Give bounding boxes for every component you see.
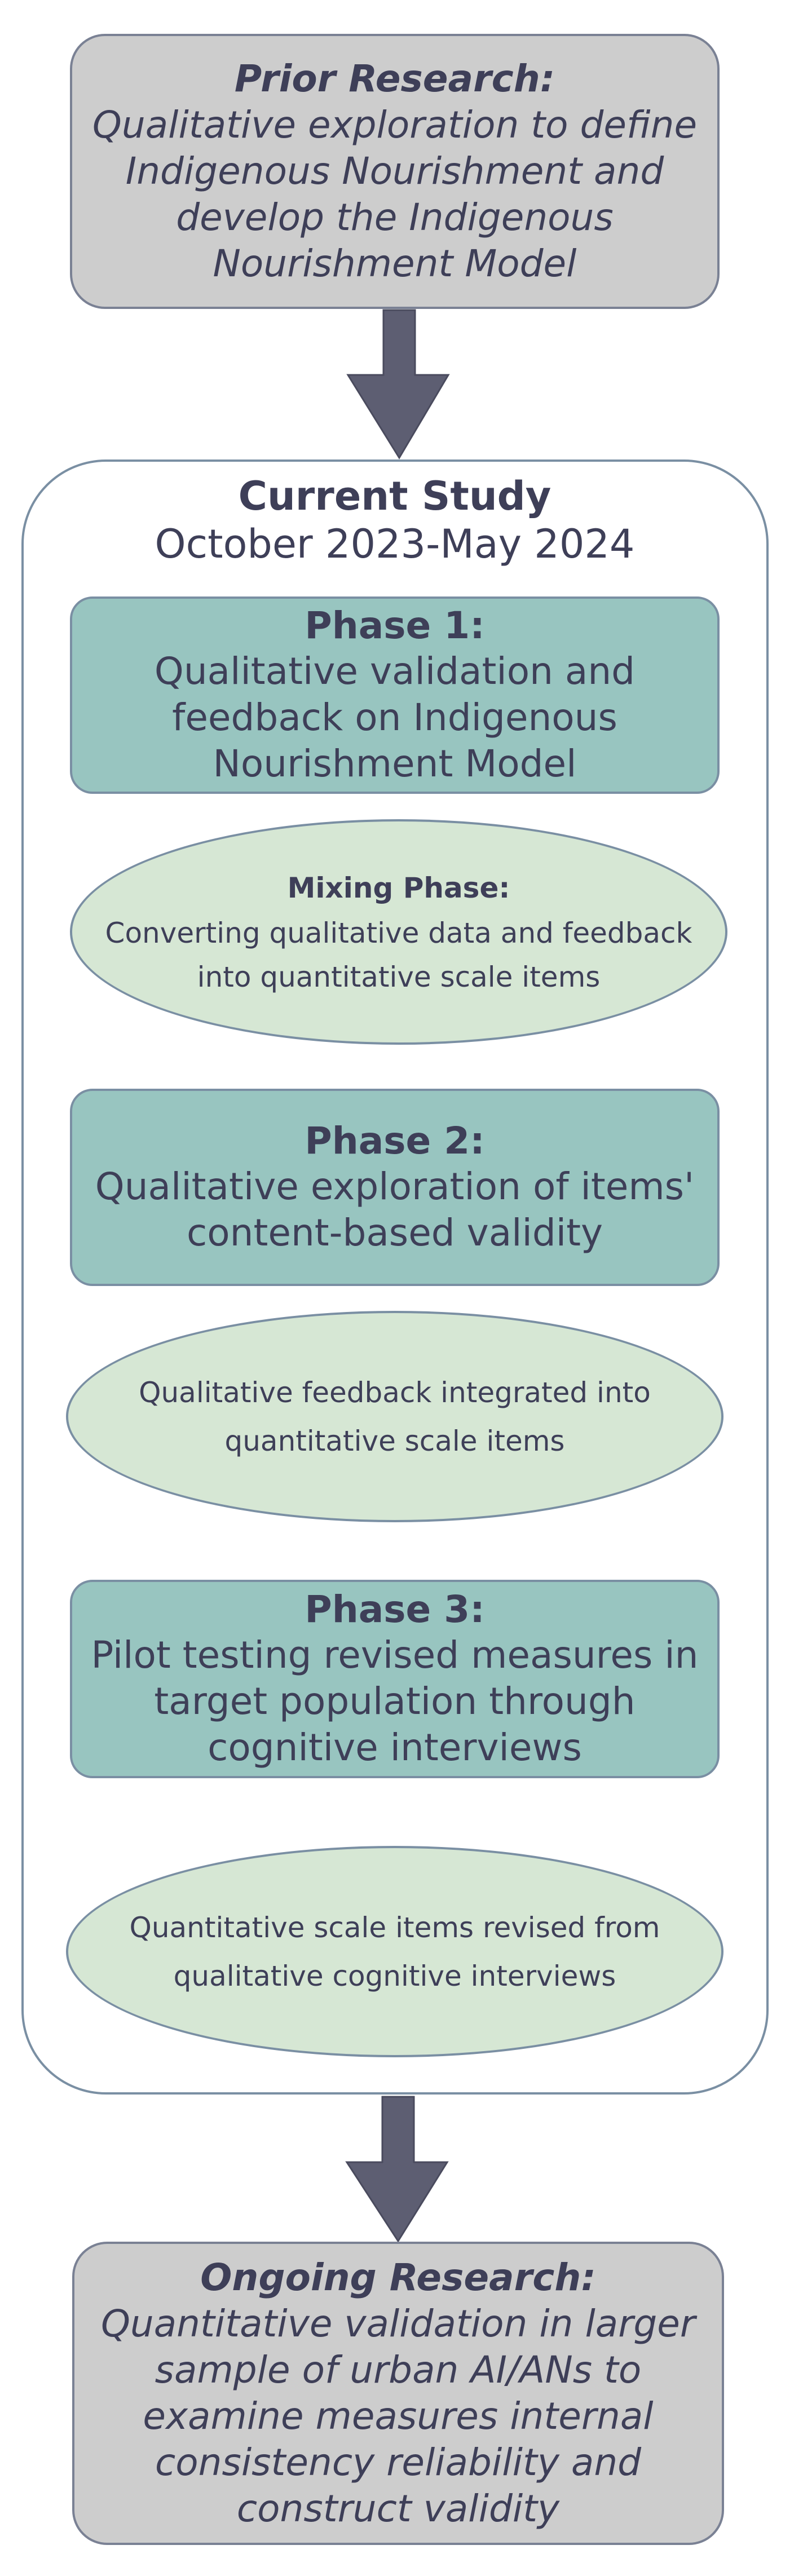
phase-3-line: cognitive interviews: [208, 1726, 582, 1769]
phase-2-box: Phase 2: Qualitative exploration of item…: [70, 1089, 720, 1286]
feedback-line: Qualitative feedback integrated into: [139, 1376, 651, 1409]
big-arrow-down: [346, 309, 450, 459]
ongoing-research-line: sample of urban AI/ANs to: [155, 2348, 642, 2392]
phase-3-line: target population through: [154, 1680, 636, 1723]
ongoing-research-box: Ongoing Research: Quantitative validatio…: [72, 2242, 724, 2545]
revised-items-line: qualitative cognitive interviews: [173, 1959, 616, 1992]
ongoing-research-title: Ongoing Research:: [200, 2256, 596, 2299]
big-arrow-down: [345, 2096, 449, 2243]
mixing-phase-line: into quantitative scale items: [197, 961, 601, 993]
ongoing-research-line: construct validity: [236, 2487, 560, 2530]
mixing-phase-title: Mixing Phase:: [287, 872, 510, 904]
feedback-ellipse: Qualitative feedback integrated into qua…: [66, 1311, 723, 1522]
ongoing-research-line: examine measures internal: [143, 2394, 654, 2438]
prior-research-line: Nourishment Model: [213, 242, 577, 285]
phase-1-box: Phase 1: Qualitative validation and feed…: [70, 596, 720, 794]
mixing-phase-ellipse: Mixing Phase: Converting qualitative dat…: [70, 819, 727, 1045]
feedback-line: quantitative scale items: [224, 1424, 565, 1457]
current-study-dates: October 2023-May 2024: [155, 521, 635, 567]
current-study-title: Current Study: [238, 473, 551, 519]
prior-research-title: Prior Research:: [234, 57, 555, 100]
phase-3-box: Phase 3: Pilot testing revised measures …: [70, 1580, 720, 1778]
prior-research-line: Qualitative exploration to define: [92, 103, 698, 147]
phase-2-line: content-based validity: [186, 1211, 603, 1254]
phase-2-line: Qualitative exploration of items': [95, 1165, 695, 1208]
phase-3-title: Phase 3:: [305, 1588, 485, 1631]
revised-items-line: Quantitative scale items revised from: [129, 1911, 660, 1944]
phase-1-line: Qualitative validation and: [154, 649, 636, 693]
mixing-phase-line: Converting qualitative data and feedback: [105, 917, 692, 949]
phase-1-line: Nourishment Model: [213, 742, 577, 785]
ongoing-research-line: consistency reliability and: [155, 2441, 642, 2484]
phase-2-title: Phase 2:: [305, 1119, 485, 1163]
prior-research-line: Indigenous Nourishment and: [125, 149, 664, 193]
phase-1-line: feedback on Indigenous: [172, 696, 617, 739]
ongoing-research-line: Quantitative validation in larger: [100, 2302, 696, 2345]
prior-research-box: Prior Research: Qualitative exploration …: [70, 34, 720, 309]
prior-research-line: develop the Indigenous: [176, 196, 614, 239]
phase-3-line: Pilot testing revised measures in: [91, 1633, 699, 1677]
revised-items-ellipse: Quantitative scale items revised from qu…: [66, 1846, 723, 2057]
phase-1-title: Phase 1:: [305, 604, 485, 647]
